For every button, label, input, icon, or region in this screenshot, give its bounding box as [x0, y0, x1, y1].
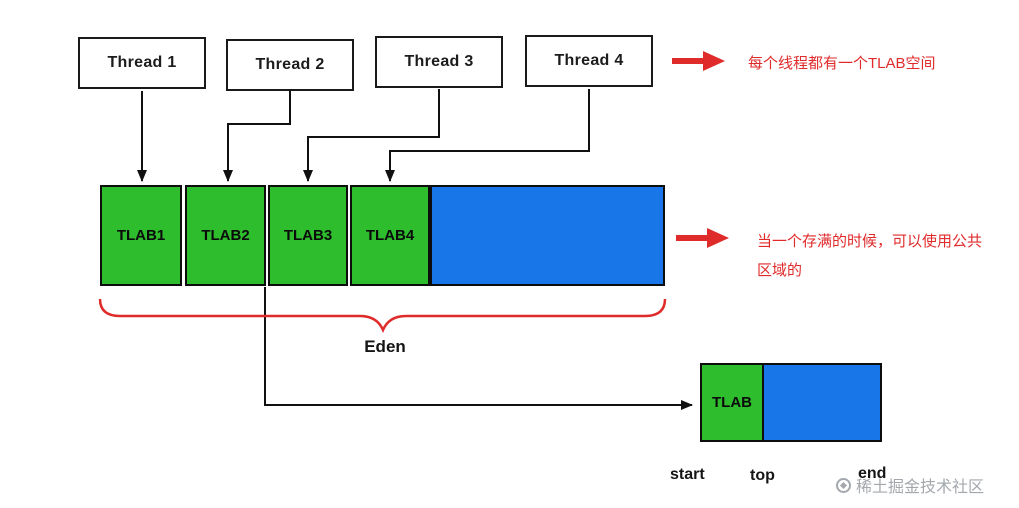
eden-brace — [98, 298, 667, 334]
thread2-connector-arrow — [223, 91, 291, 182]
thread-box-4: Thread 4 — [525, 35, 653, 87]
note2-red-arrow-icon — [676, 228, 729, 248]
thread-box-2: Thread 2 — [226, 39, 354, 91]
tlab3-cell: TLAB3 — [268, 185, 348, 286]
thread-box-3: Thread 3 — [375, 36, 503, 88]
start-pointer-label: start — [670, 466, 705, 483]
tlab-to-smallbox-arrow — [264, 287, 693, 410]
eden-label: Eden — [364, 337, 406, 356]
smallbox-free-region — [762, 363, 882, 442]
thread3-connector-arrow — [303, 89, 440, 182]
top-pointer-label: top — [750, 467, 775, 484]
shared-eden-region — [430, 185, 665, 286]
smallbox-tlab-cell: TLAB — [700, 363, 764, 442]
end-pointer-label: end — [858, 465, 887, 482]
juejin-logo-icon — [836, 477, 851, 493]
thread-box-1: Thread 1 — [78, 37, 206, 89]
thread4-connector-arrow — [385, 89, 590, 182]
note-tlab-per-thread: 每个线程都有一个TLAB空间 — [748, 55, 936, 72]
note1-red-arrow-icon — [672, 51, 725, 71]
watermark: 稀土掘金技术社区 — [836, 473, 984, 497]
tlab4-cell: TLAB4 — [350, 185, 430, 286]
note-shared-when-full: 当一个存满的时候，可以使用公共区域的 — [757, 233, 983, 279]
tlab1-cell: TLAB1 — [100, 185, 182, 286]
tlab2-cell: TLAB2 — [185, 185, 266, 286]
watermark-text: 稀土掘金技术社区 — [856, 479, 985, 496]
